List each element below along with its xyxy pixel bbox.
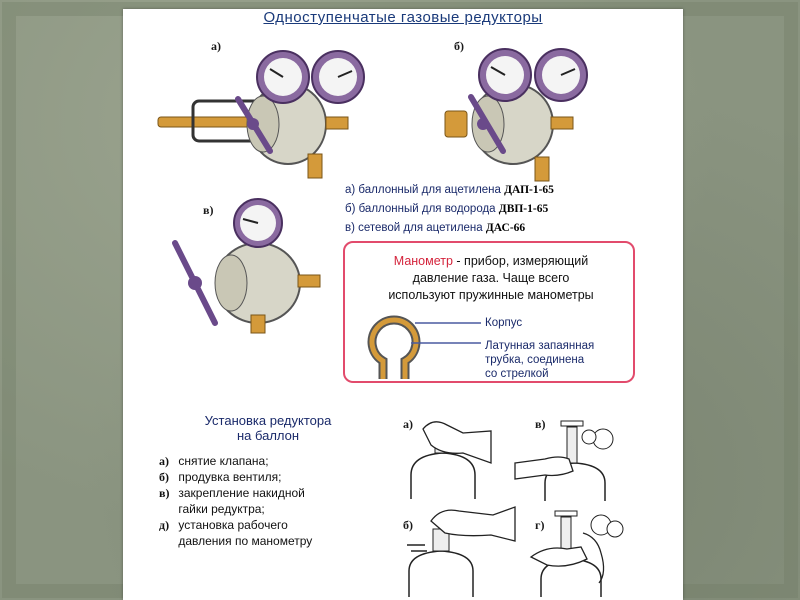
label-reducer-a: а) — [211, 39, 221, 53]
label-reducer-b: б) — [454, 39, 464, 53]
label-korpus: Корпус — [485, 317, 523, 329]
list-item: б) продувка вентиля; — [159, 470, 282, 484]
label-step-v: в) — [535, 417, 546, 431]
step-b-illustration — [407, 506, 516, 597]
legend-item: в) сетевой для ацетилена ДАС-66 — [345, 222, 526, 234]
step-a-illustration — [410, 421, 492, 499]
label-step-b: б) — [403, 518, 413, 532]
bourdon-tube-diagram — [367, 315, 481, 379]
manometer-term: Манометр — [393, 254, 453, 268]
legend-item: б) баллонный для водорода ДВП-1-65 — [345, 203, 549, 215]
manometer-definition: Манометр - прибор, измеряющий давление г… — [388, 254, 594, 302]
step-g-illustration — [529, 510, 624, 597]
reducer-legend: а) баллонный для ацетилена ДАП-1-65 б) б… — [345, 181, 554, 238]
document-sheet: Одноступенчатые газовые редукторы а) б) — [123, 9, 683, 600]
label-step-g: г) — [535, 518, 545, 532]
reducer-b-illustration — [444, 48, 588, 182]
reducer-v-illustration — [172, 198, 321, 334]
legend-item: а) баллонный для ацетилена ДАП-1-65 — [345, 184, 554, 196]
reducer-a-illustration — [157, 50, 365, 179]
label-step-a: а) — [403, 417, 413, 431]
step-v-illustration — [514, 420, 614, 501]
installation-steps: а) снятие клапана; б) продувка вентиля; … — [159, 453, 312, 549]
list-item: а) снятие клапана; — [159, 454, 269, 468]
installation-title: Установка редуктора на баллон — [204, 413, 332, 443]
list-item: в) закрепление накидной гайки редуктра; — [159, 486, 305, 516]
list-item: д) установка рабочего давления по маноме… — [159, 518, 313, 548]
manometer-info-box: Манометр - прибор, измеряющий давление г… — [343, 241, 635, 383]
label-tube: Латунная запаянная трубка, соединена со … — [485, 340, 595, 380]
label-reducer-v: в) — [203, 203, 214, 217]
page-title: Одноступенчатые газовые редукторы — [263, 9, 543, 26]
